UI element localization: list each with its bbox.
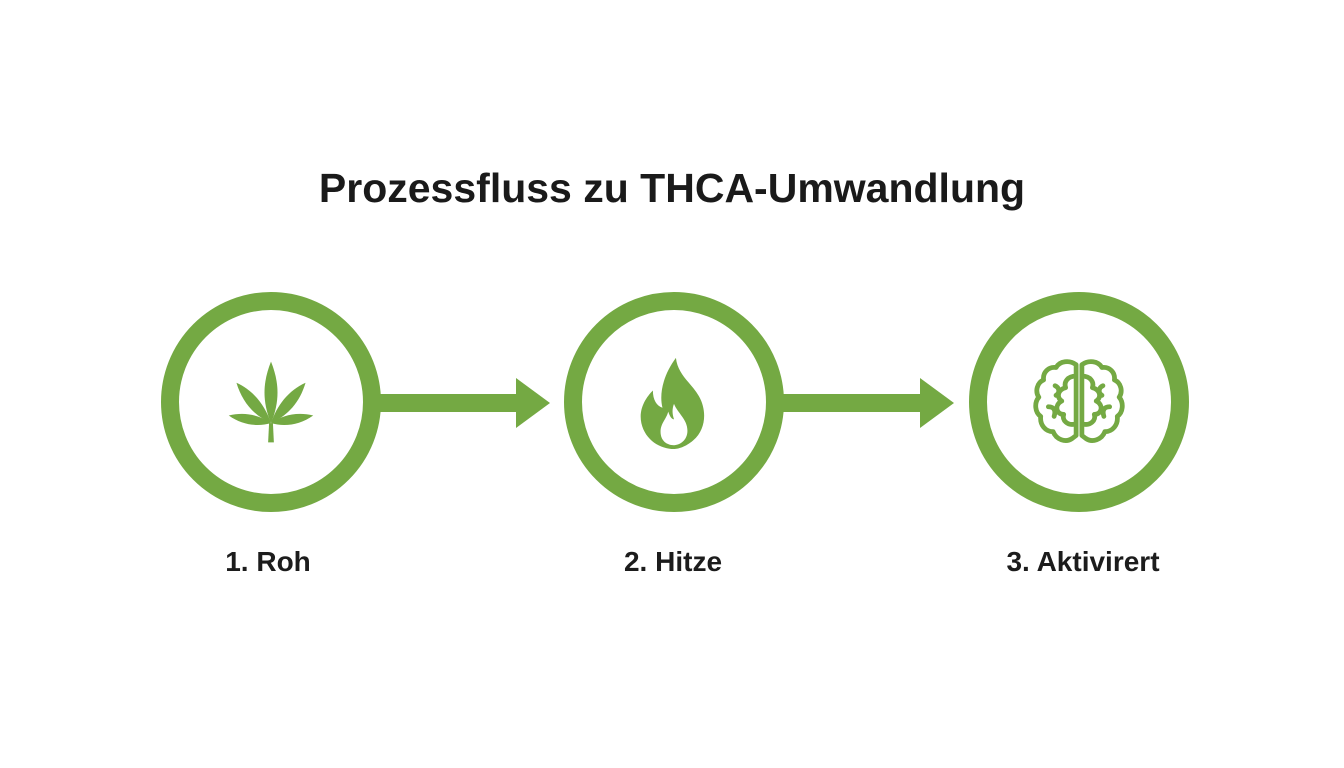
step-label-raw: 1. Roh: [225, 546, 311, 577]
arrow-right-icon: [782, 378, 954, 428]
step-label-activated: 3. Aktivirert: [1006, 546, 1160, 577]
page-title: Prozessfluss zu THCA-Umwandlung: [318, 165, 1026, 212]
brain-icon: [1033, 359, 1125, 443]
step-label-heat: 2. Hitze: [623, 546, 723, 577]
arrow-1: [378, 378, 550, 428]
step-raw-circle: [161, 292, 381, 512]
flame-icon: [640, 357, 705, 450]
step-activated-circle: [969, 292, 1189, 512]
step-heat-circle: [564, 292, 784, 512]
arrow-2: [782, 378, 954, 428]
arrow-right-icon: [378, 378, 550, 428]
cannabis-leaf-icon: [228, 361, 314, 443]
